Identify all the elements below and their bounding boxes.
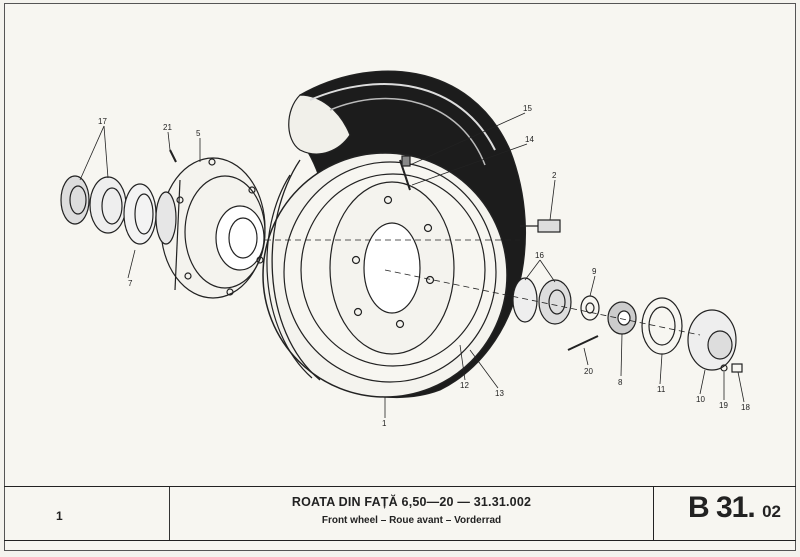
right-bearing-assembly [512, 277, 600, 325]
screw [731, 363, 743, 373]
drawing-code-suffix: 02 [762, 502, 781, 521]
left-bearing-assembly [60, 175, 177, 245]
callout: 15 [523, 104, 532, 113]
page-number-cell: 1 [4, 487, 170, 540]
drawing-code-main: B 31 [688, 491, 748, 524]
bolt [520, 219, 561, 233]
wheel-rim [262, 152, 508, 398]
wheel-hub [160, 157, 266, 299]
callout: 16 [535, 251, 544, 260]
callout: 12 [460, 381, 469, 390]
drawing-subtitle: Front wheel – Roue avant – Vorderrad [321, 515, 502, 526]
callout: 7 [128, 279, 133, 288]
callout: 2 [552, 171, 557, 180]
callout: 14 [525, 135, 534, 144]
rim-back-edge [271, 159, 321, 381]
callout: 21 [163, 123, 172, 132]
callout: 8 [618, 378, 623, 387]
cotter-pin [567, 335, 599, 351]
code-cell: B 31. 02 [654, 487, 796, 540]
callout: 17 [98, 117, 107, 126]
washer [720, 364, 728, 372]
callout: 11 [657, 385, 666, 394]
page-number: 1 [56, 509, 63, 523]
hub-cap [687, 309, 737, 371]
drawing-title: ROATA DIN FAȚĂ 6,50—20 — 31.31.002 [291, 495, 532, 509]
callout: 18 [741, 403, 750, 412]
callout: 19 [719, 401, 728, 410]
callout: 20 [584, 367, 593, 376]
callout: 10 [696, 395, 705, 404]
callout-labels: 17 21 5 7 15 14 2 16 9 20 8 11 10 19 18 … [98, 104, 750, 428]
title-block: 1 ROATA DIN FAȚĂ 6,50—20 — 31.31.002 Fro… [4, 486, 796, 541]
drawing-code: B 31. 02 [688, 491, 781, 524]
leader-lines [79, 112, 745, 418]
title-cell: ROATA DIN FAȚĂ 6,50—20 — 31.31.002 Front… [170, 487, 654, 540]
callout: 13 [495, 389, 504, 398]
grease-nipple [169, 149, 177, 163]
castle-nut [607, 301, 637, 335]
rim-back-edge-inner [266, 174, 313, 379]
callout: 9 [592, 267, 597, 276]
callout: 5 [196, 129, 201, 138]
exploded-diagram: 17 21 5 7 15 14 2 16 9 20 8 11 10 19 18 … [60, 70, 750, 428]
callout: 1 [382, 419, 387, 428]
